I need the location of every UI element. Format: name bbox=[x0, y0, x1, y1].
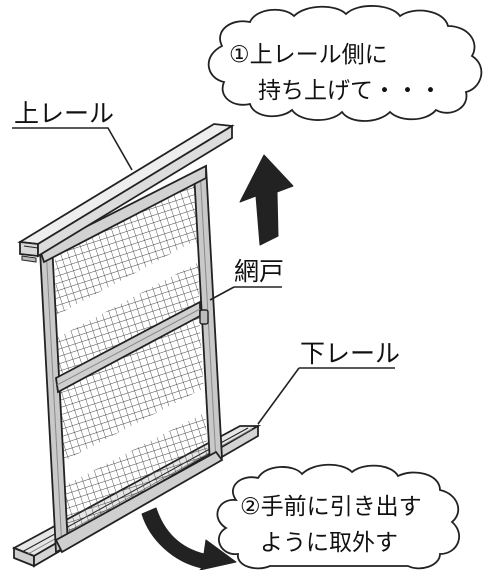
step1-line2: 持ち上げて・・・ bbox=[258, 78, 442, 104]
screen-door-leader-tail bbox=[209, 286, 235, 301]
upper-rail bbox=[17, 123, 235, 263]
instruction-cloud-pull: ②手前に引き出す ように取外す bbox=[216, 463, 460, 570]
screen-door-frame bbox=[38, 164, 224, 554]
step2-line1: ②手前に引き出す bbox=[240, 494, 422, 520]
upper-rail-label: 上レール bbox=[14, 99, 114, 128]
upper-rail-leader bbox=[12, 127, 133, 171]
step2-line2: ように取外す bbox=[260, 530, 398, 556]
step1-line1: ①上レール側に bbox=[229, 42, 388, 68]
pull-out-arrow bbox=[141, 507, 237, 570]
lower-rail-leader-tail bbox=[257, 367, 300, 425]
screen-door-label: 網戸 bbox=[234, 257, 284, 286]
lower-rail-label: 下レール bbox=[300, 339, 400, 368]
leader-lines bbox=[12, 127, 395, 425]
lift-up-arrow bbox=[239, 154, 294, 246]
instruction-cloud-lift: ①上レール側に 持ち上げて・・・ bbox=[207, 5, 483, 122]
